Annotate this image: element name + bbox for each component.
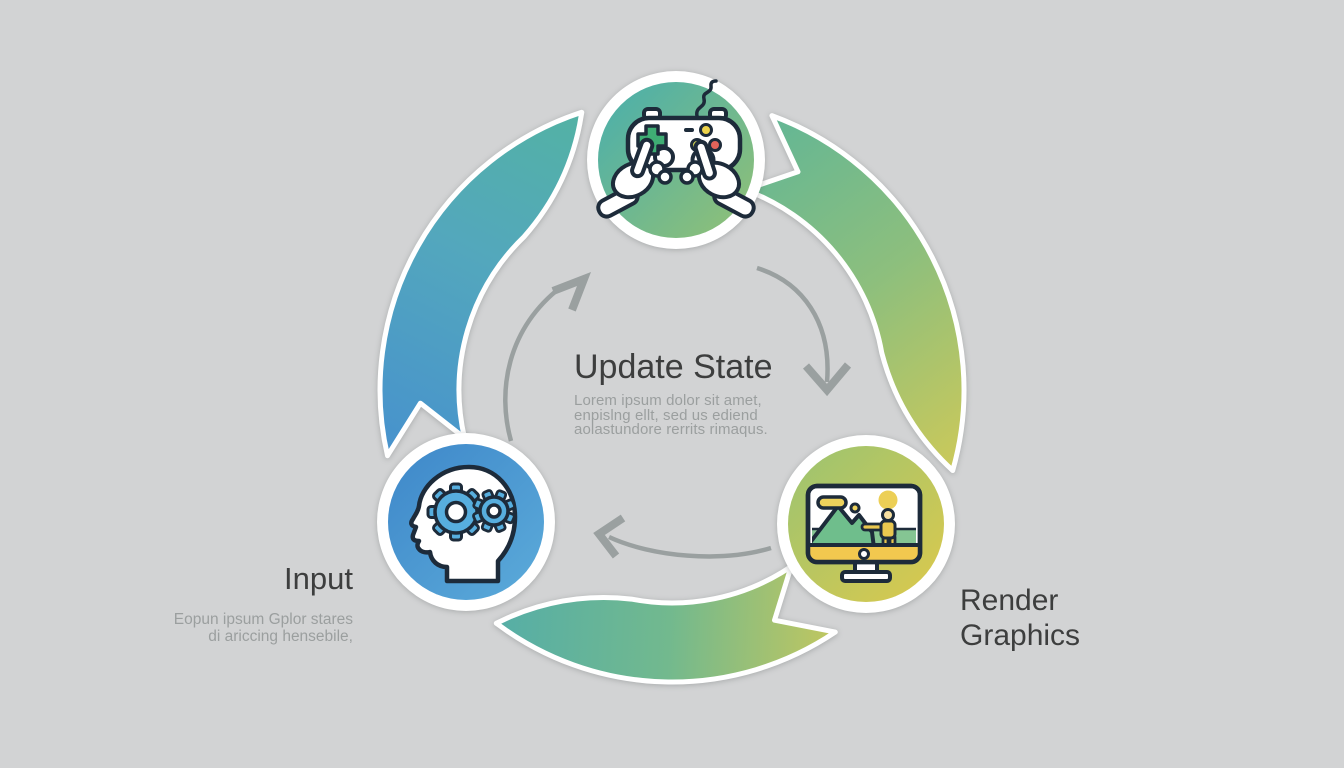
arrow-left-icon (593, 514, 772, 559)
monitor-base (840, 570, 892, 583)
cycle-ring (377, 109, 967, 685)
ring-segment-render-to-input (493, 564, 838, 685)
game-controller-icon (596, 79, 756, 219)
clockwise-rotation-arrows (503, 265, 852, 559)
arrow-down-icon (756, 265, 852, 397)
render-graphics-title: Render Graphics (960, 584, 1081, 652)
brain-gears-icon (409, 464, 518, 584)
input-line1: Eopun ipsum Gplor stares (173, 611, 353, 628)
render-graphics-caption: Render Graphics (960, 583, 1110, 653)
ring-segment-update-to-render (742, 113, 967, 473)
person-figure (860, 508, 897, 548)
node-update-state (587, 71, 765, 249)
input-caption: Input Eopun ipsum Gplor stares di aricci… (110, 562, 353, 645)
update-state-caption: Update State Lorem ipsum dolor sit amet,… (574, 349, 864, 438)
right-hand (679, 139, 756, 219)
input-title: Input (284, 561, 353, 596)
update-state-line2: enpislng ellt, sed us ediend (574, 406, 758, 424)
left-hand (596, 137, 673, 219)
update-state-line3: aolastundore rerrits rimaqus. (574, 421, 768, 439)
sun-icon (878, 490, 898, 510)
update-state-title: Update State (574, 348, 773, 386)
arrow-up-icon (503, 272, 591, 442)
gear-small-icon (472, 489, 516, 533)
update-state-line1: Lorem ipsum dolor sit amet, (574, 392, 762, 409)
input-line2: di ariccing hensebile, (208, 628, 353, 645)
monitor-graphics-icon (805, 483, 923, 583)
ring-segment-input-to-update (377, 109, 585, 459)
node-render-graphics (777, 435, 955, 613)
node-input (377, 433, 555, 611)
